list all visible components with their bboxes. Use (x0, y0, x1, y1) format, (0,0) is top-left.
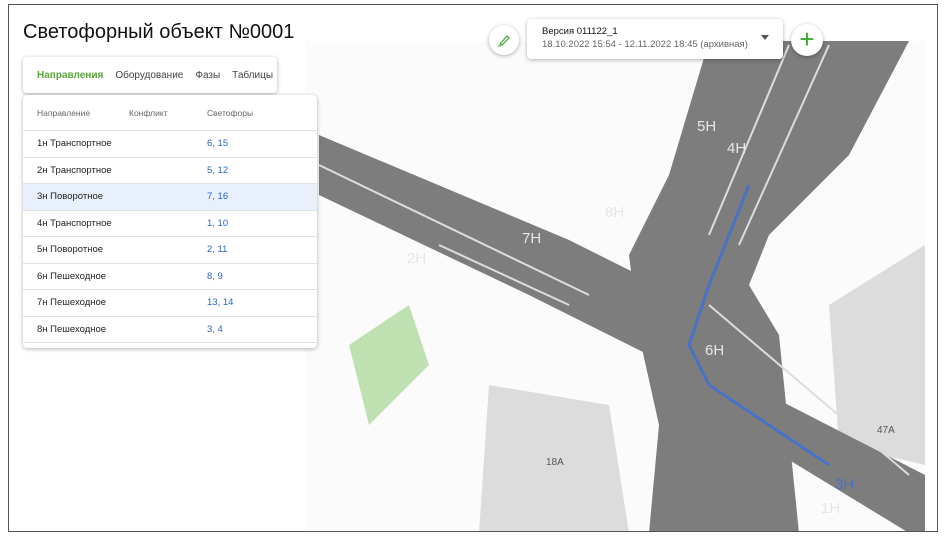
tab-phases[interactable]: Фазы (195, 69, 221, 81)
table-body: 1н Транспортное 6, 15 2н Транспортное 5, 12… (23, 131, 317, 343)
plus-icon: + (799, 24, 815, 54)
map-label-6h: 6Н (705, 342, 724, 359)
table-row[interactable]: 2н Транспортное 5, 12 (23, 158, 317, 184)
map-label-8h: 8Н (605, 204, 624, 221)
map-label-7h: 7Н (522, 230, 541, 247)
caret-down-icon (761, 35, 769, 40)
table-row[interactable]: 7н Пешеходное 13, 14 (23, 290, 317, 317)
add-button[interactable]: + (791, 24, 823, 56)
table-row[interactable]: 8н Пешеходное 3, 4 (23, 317, 317, 343)
header-direction: Направление (37, 107, 91, 118)
table-row[interactable]: 6н Пешеходное 8, 9 (23, 264, 317, 290)
version-range: 18.10.2022 15:54 - 12.11.2022 18:45 (арх… (542, 39, 748, 50)
direction-lights-link[interactable]: 8, 9 (207, 270, 223, 282)
building-47a (829, 245, 925, 465)
direction-name: 1н Транспортное (37, 138, 112, 150)
cross-road (629, 41, 909, 531)
table-row[interactable]: 3н Поворотное 7, 16 (23, 184, 317, 211)
direction-lights-link[interactable]: 6, 15 (207, 138, 229, 150)
direction-name: 8н Пешеходное (37, 323, 107, 335)
app-frame: 1Н 2Н 3Н 4Н 5Н 6Н 7Н 8Н 18А 47А Светофор… (8, 4, 938, 532)
table-row[interactable]: 5н Поворотное 2, 11 (23, 237, 317, 264)
map-label-1h: 1Н (821, 500, 840, 517)
direction-3h-path (687, 184, 830, 467)
direction-name: 4н Транспортное (37, 217, 112, 229)
intersection-map[interactable]: 1Н 2Н 3Н 4Н 5Н 6Н 7Н 8Н 18А 47А (9, 5, 938, 532)
map-label-4h: 4Н (727, 140, 746, 157)
direction-name: 7н Пешеходное (37, 297, 107, 309)
building-label-47a: 47А (877, 425, 895, 436)
edit-button[interactable] (489, 25, 519, 55)
direction-lights-link[interactable]: 7, 16 (207, 191, 229, 203)
tab-bar: Направления Оборудование Фазы Таблицы (23, 57, 277, 93)
version-select[interactable]: Версия 011122_1 18.10.2022 15:54 - 12.11… (527, 19, 783, 59)
tab-directions[interactable]: Направления (37, 69, 104, 81)
direction-lights-link[interactable]: 5, 12 (207, 164, 229, 176)
map-label-5h: 5Н (697, 118, 716, 135)
map-label-3h: 3Н (835, 476, 854, 493)
direction-name: 3н Поворотное (37, 191, 104, 203)
park-area (349, 305, 429, 425)
tab-tables[interactable]: Таблицы (232, 69, 274, 81)
page-title: Светофорный объект №0001 (23, 21, 295, 43)
table-header: Направление Конфликт Светофоры (23, 95, 317, 131)
direction-lights-link[interactable]: 1, 10 (207, 217, 229, 229)
version-name: Версия 011122_1 (542, 26, 618, 37)
direction-name: 6н Пешеходное (37, 270, 107, 282)
table-row[interactable]: 4н Транспортное 1, 10 (23, 211, 317, 237)
directions-table: Направление Конфликт Светофоры 1н Трансп… (23, 95, 317, 348)
table-row[interactable]: 1н Транспортное 6, 15 (23, 131, 317, 158)
building-label-18a: 18А (546, 457, 564, 468)
header-lights: Светофоры (207, 107, 254, 118)
direction-name: 5н Поворотное (37, 244, 104, 256)
direction-lights-link[interactable]: 3, 4 (207, 323, 223, 335)
tab-equipment[interactable]: Оборудование (115, 69, 184, 81)
header-conflict: Конфликт (129, 107, 168, 118)
direction-lights-link[interactable]: 13, 14 (207, 297, 234, 309)
pencil-icon (498, 35, 510, 47)
map-label-2h: 2Н (407, 250, 426, 267)
building-18a (479, 385, 629, 531)
direction-name: 2н Транспортное (37, 164, 112, 176)
direction-lights-link[interactable]: 2, 11 (207, 244, 228, 256)
